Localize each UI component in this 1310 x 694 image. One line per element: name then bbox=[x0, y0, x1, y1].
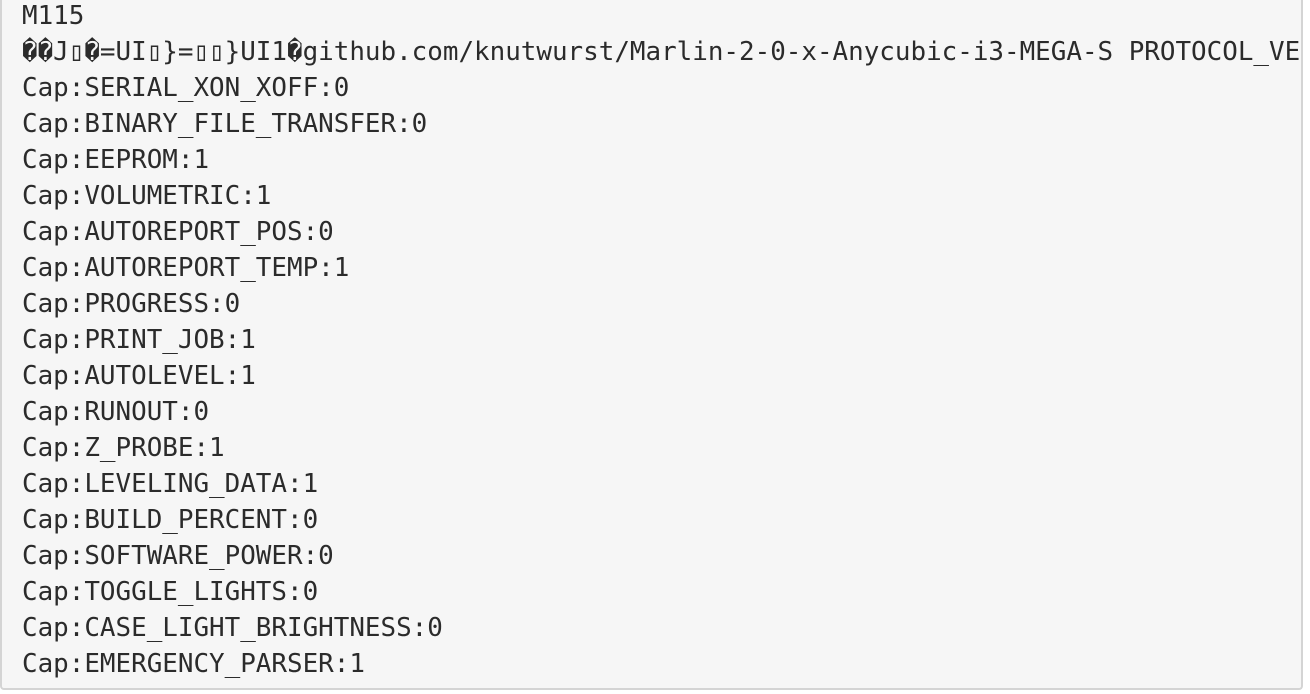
code-line: Cap:LEVELING_DATA:1 bbox=[22, 469, 319, 499]
code-line: Cap:BINARY_FILE_TRANSFER:0 bbox=[22, 109, 428, 139]
code-line: Cap:CASE_LIGHT_BRIGHTNESS:0 bbox=[22, 613, 443, 643]
code-line: Cap:AUTOREPORT_TEMP:1 bbox=[22, 253, 350, 283]
code-line: Cap:Z_PROBE:1 bbox=[22, 433, 225, 463]
code-line: ��J▯�=UI▯}=▯▯}UI1�github.com/knutwurst/M… bbox=[22, 37, 1301, 67]
code-line: Cap:PROGRESS:0 bbox=[22, 289, 241, 319]
code-line: Cap:EMERGENCY_PARSER:1 bbox=[22, 649, 365, 679]
code-line: Cap:SERIAL_XON_XOFF:0 bbox=[22, 73, 350, 103]
code-line: Cap:BUILD_PERCENT:0 bbox=[22, 505, 319, 535]
code-line: Cap:TOGGLE_LIGHTS:0 bbox=[22, 577, 319, 607]
code-line: Cap:AUTOREPORT_POS:0 bbox=[22, 217, 334, 247]
code-line: M115 bbox=[22, 1, 85, 31]
code-content: M115 ��J▯�=UI▯}=▯▯}UI1�github.com/knutwur… bbox=[22, 0, 1300, 682]
code-line: Cap:SOFTWARE_POWER:0 bbox=[22, 541, 334, 571]
code-line: Cap:PRINT_JOB:1 bbox=[22, 325, 256, 355]
code-line: Cap:VOLUMETRIC:1 bbox=[22, 181, 272, 211]
code-line: Cap:EEPROM:1 bbox=[22, 145, 210, 175]
code-line: Cap:RUNOUT:0 bbox=[22, 397, 210, 427]
code-line: Cap:AUTOLEVEL:1 bbox=[22, 361, 256, 391]
